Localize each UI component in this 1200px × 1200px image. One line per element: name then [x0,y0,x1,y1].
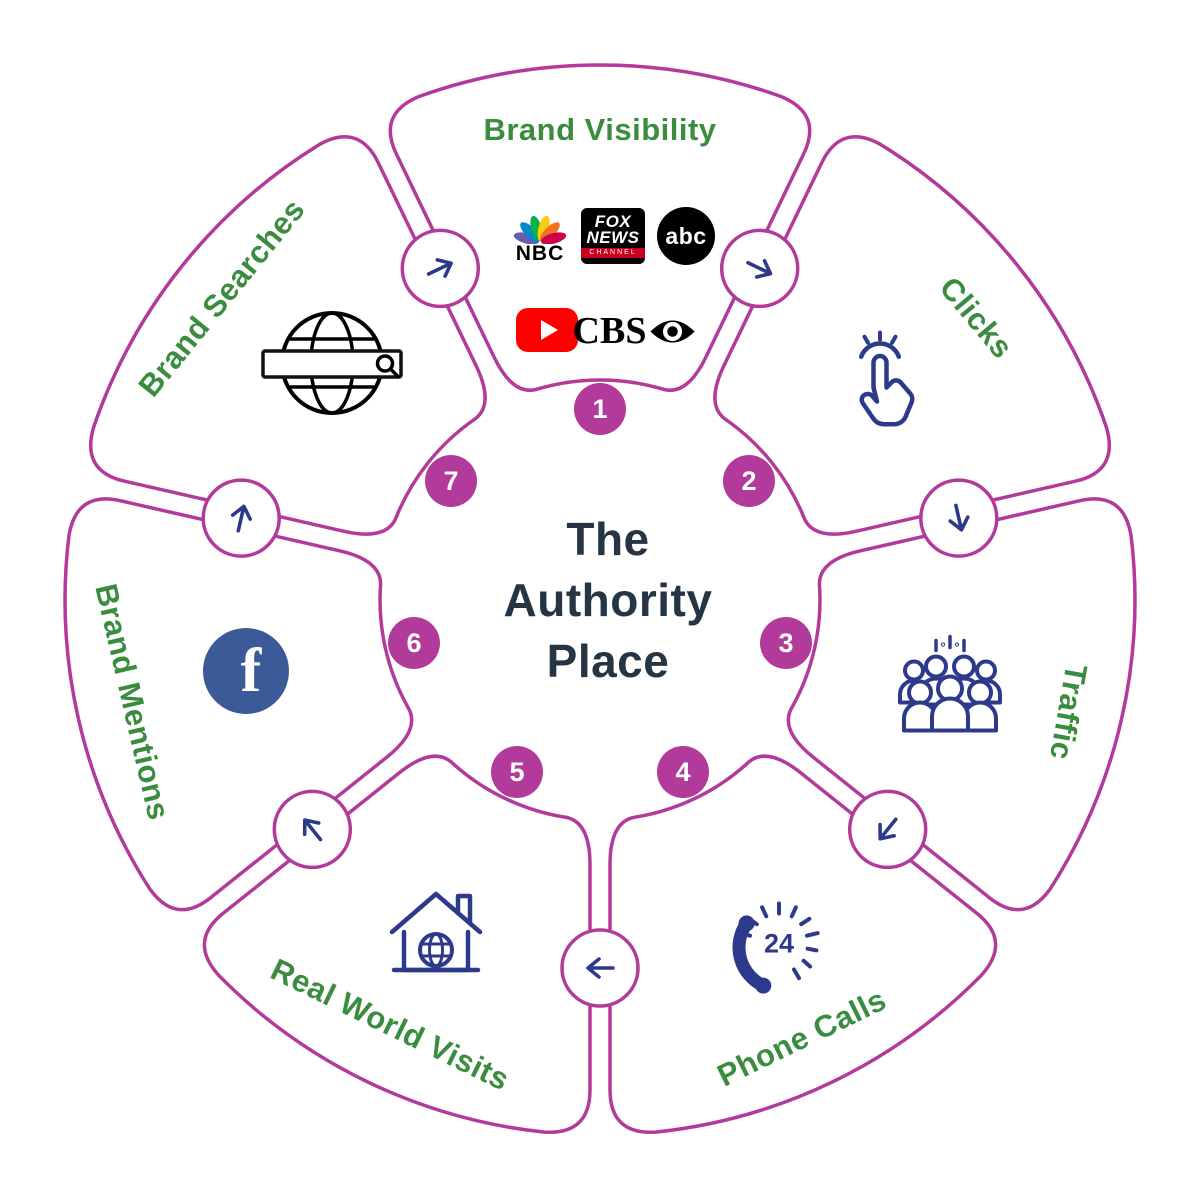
cbs-eye-icon [650,319,695,343]
arrow-icon [878,817,898,841]
segment-number-3: 3 [760,617,812,669]
segment-number-4: 4 [657,746,709,798]
segment-label-brand-visibility: Brand Visibility [483,112,717,147]
crowd-icon [898,634,1002,733]
segment-number-5: 5 [491,746,543,798]
arrow-icon [586,957,615,979]
cbs-logo: CBS [573,309,696,353]
flow-arrow-circle-3 [847,789,928,870]
globe-search-icon [261,311,403,415]
segment-number-7: 7 [425,455,477,507]
wedge-segment-2 [713,135,1112,536]
arrow-icon [948,503,970,532]
fox-news-wordmark: NEWS [586,228,640,247]
nbc-wordmark: NBC [515,242,565,265]
flow-arrow-circle-4 [560,928,640,1008]
24h-phone-icon: 24 [732,901,820,994]
nbc-peacock-icon [513,215,567,244]
nbc-logo: NBC [511,210,569,264]
wedge-segment-5 [202,754,592,1134]
segment-number-2: 2 [723,455,775,507]
arrow-icon [746,258,773,279]
youtube-logo [516,308,578,352]
segment-number-1: 1 [574,383,626,435]
arrow-icon [230,504,252,533]
flow-arrow-circle-7 [400,228,481,309]
segment-number-6: 6 [388,617,440,669]
wedge-segment-4 [608,754,998,1134]
flow-arrow-circle-5 [272,789,353,870]
phone-24-text: 24 [764,929,794,959]
youtube-play-icon [540,320,558,340]
flow-arrow-circle-1 [719,228,800,309]
tap-hand-icon [858,330,915,427]
arrow-icon [426,258,453,278]
fox-news-logo: FOX NEWS channel [581,208,645,264]
center-title: The Authority Place [503,513,713,688]
facebook-icon: f [203,628,289,714]
house-globe-icon [389,891,483,973]
cbs-wordmark: CBS [572,310,647,352]
abc-logo: abc [657,207,715,265]
arrow-icon [302,818,323,842]
flow-arrow-circle-2 [919,478,999,558]
fox-channel-bar: channel [581,248,645,258]
flow-arrow-circle-6 [201,478,281,558]
fox-wordmark: FOX [594,212,632,231]
